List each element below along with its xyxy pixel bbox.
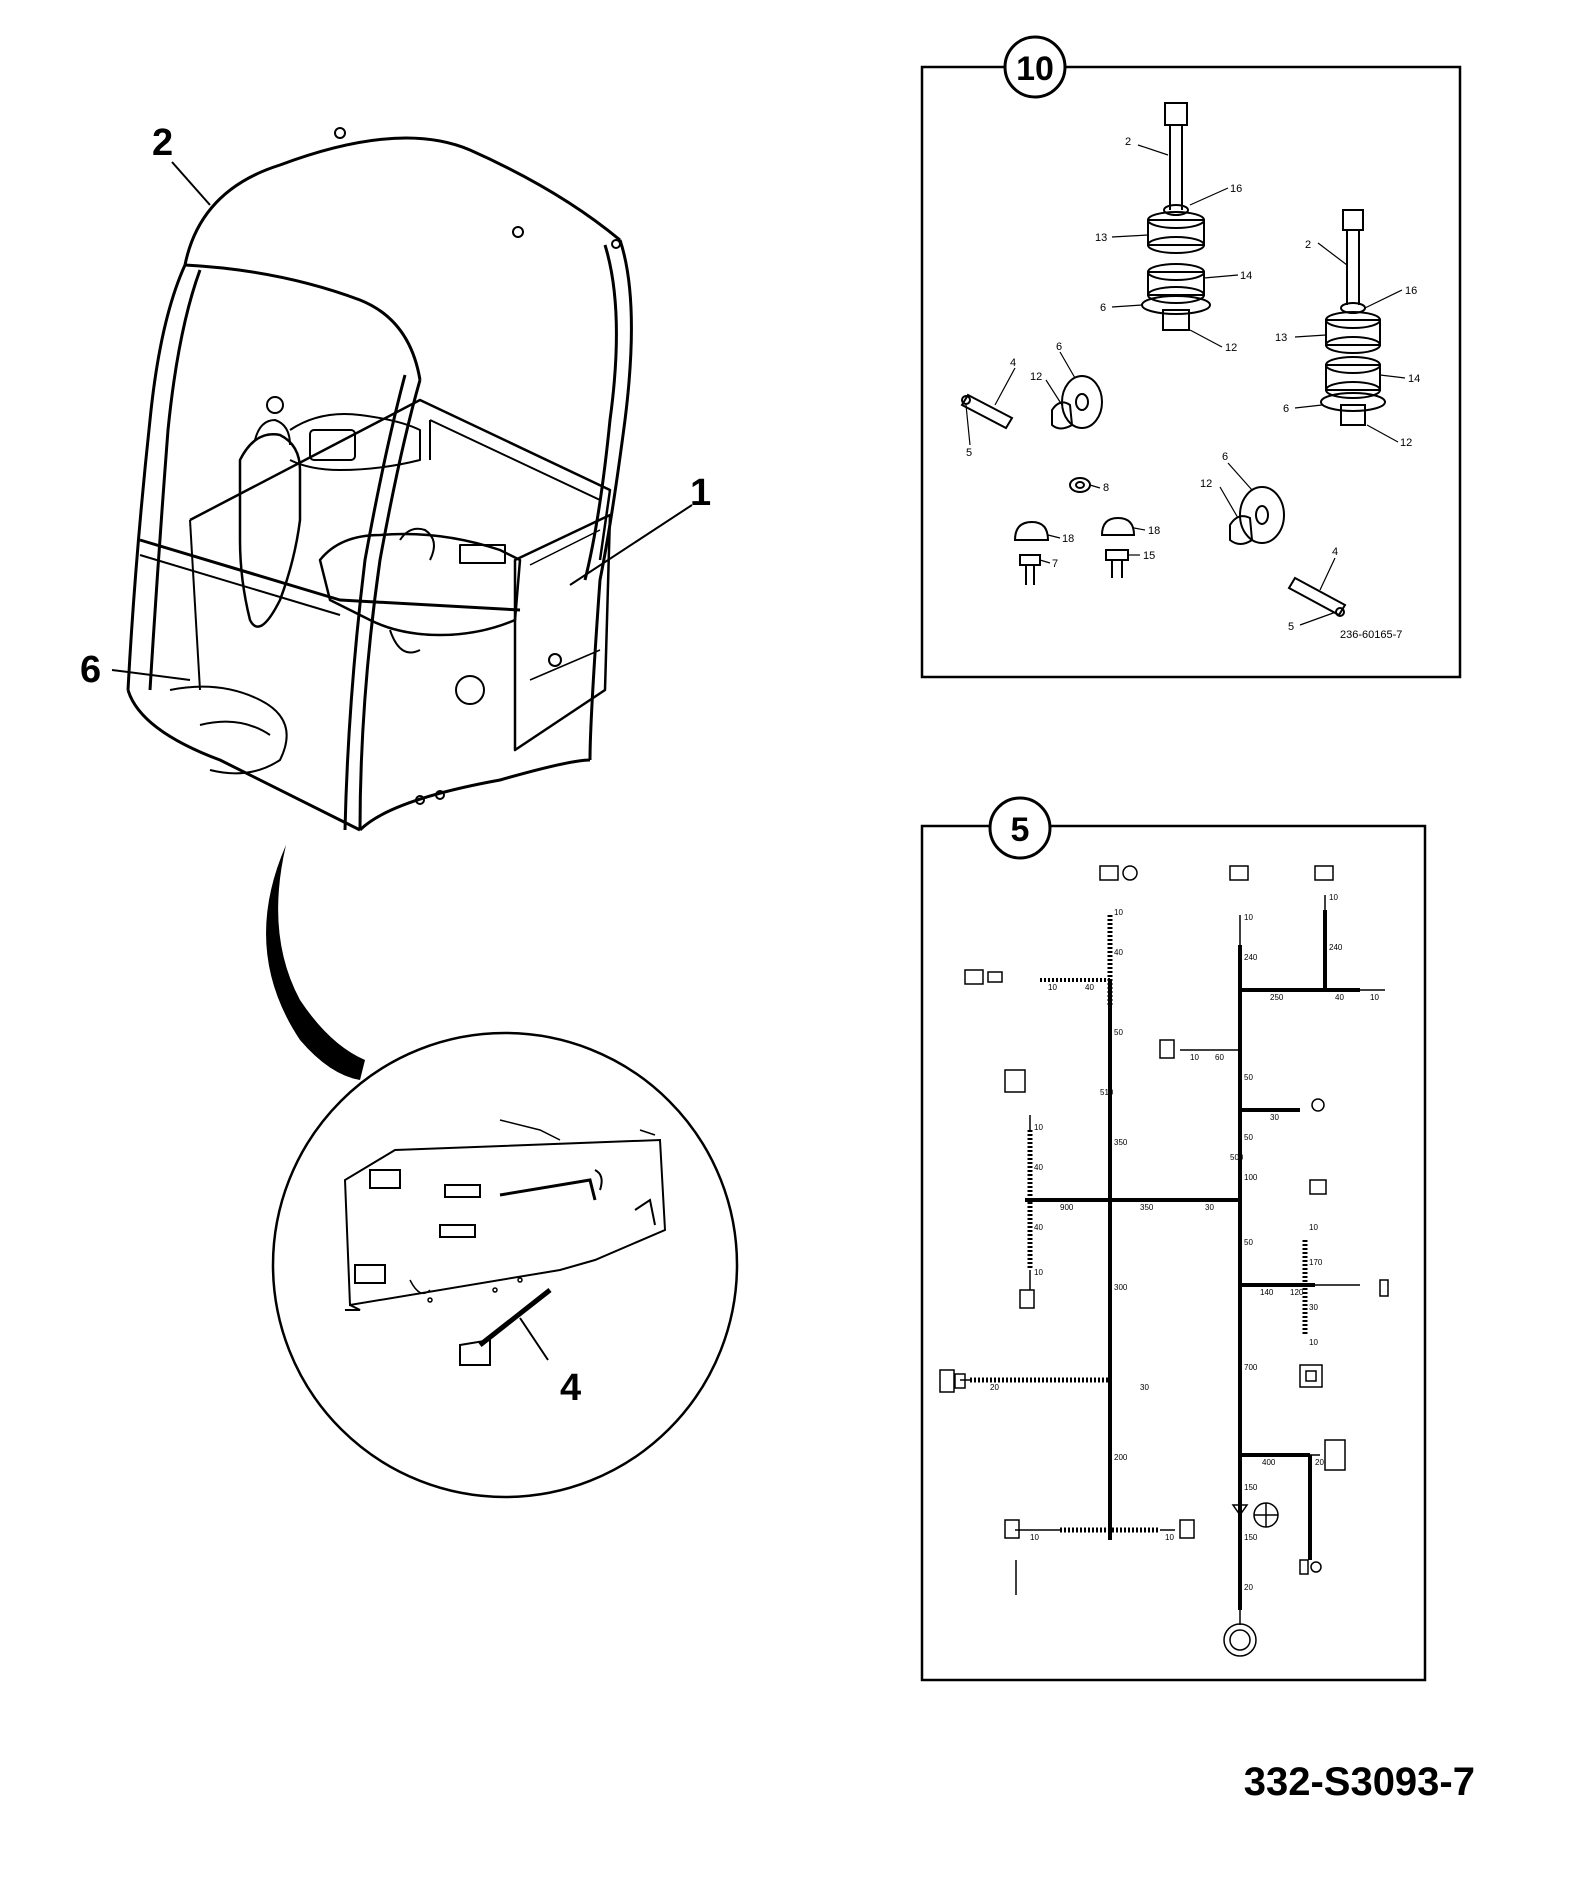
harness-label: 350 (1140, 1203, 1154, 1212)
mount-label: 12 (1030, 371, 1042, 383)
callout-1: 1 (690, 472, 711, 514)
harness-label: 10 (1309, 1223, 1318, 1232)
harness-label: 10 (1165, 1533, 1174, 1542)
detail-circle (271, 1031, 739, 1499)
mount-label: 14 (1408, 373, 1420, 385)
harness-label: 10 (1034, 1268, 1043, 1277)
harness-label: 20 (1244, 1583, 1253, 1592)
cab-illustration (126, 127, 633, 832)
harness-label: 400 (1262, 1458, 1276, 1467)
mount-label: 7 (1052, 558, 1058, 570)
callout-4: 4 (560, 1367, 581, 1409)
mount-label: 6 (1222, 451, 1228, 463)
harness-label: 10 (1309, 1338, 1318, 1347)
harness-label: 40 (1034, 1223, 1043, 1232)
harness-label: 100 (1244, 1173, 1258, 1182)
harness-label: 10 (1030, 1533, 1039, 1542)
harness-label: 500 (1230, 1153, 1244, 1162)
harness-label: 30 (1309, 1303, 1318, 1312)
mount-label: 16 (1405, 285, 1417, 297)
inset-mounts: 10 (920, 35, 1462, 679)
mount-label: 6 (1056, 341, 1062, 353)
inset-mounts-badge: 10 (1016, 50, 1054, 88)
harness-label: 60 (1215, 1053, 1224, 1062)
mount-label: 4 (1010, 357, 1016, 369)
harness-label: 250 (1270, 993, 1284, 1002)
harness-label: 170 (1309, 1258, 1323, 1267)
mount-label: 18 (1062, 533, 1074, 545)
mount-label: 6 (1283, 403, 1289, 415)
harness-label: 150 (1244, 1533, 1258, 1542)
harness-label: 10 (1244, 913, 1253, 922)
mount-label: 12 (1400, 437, 1412, 449)
mount-label: 14 (1240, 270, 1252, 282)
harness-label: 150 (1244, 1483, 1258, 1492)
mount-label: 4 (1332, 546, 1338, 558)
harness-label: 20 (990, 1383, 999, 1392)
harness-label: 120 (1290, 1288, 1304, 1297)
mount-label: 5 (1288, 621, 1294, 633)
harness-label: 50 (1114, 1028, 1123, 1037)
mount-label: 13 (1275, 332, 1287, 344)
harness-label: 700 (1244, 1363, 1258, 1372)
harness-label: 10 (1190, 1053, 1199, 1062)
inset-harness: 5 (920, 796, 1427, 1682)
main-leader-lines (111, 161, 693, 1361)
harness-label: 510 (1100, 1088, 1114, 1097)
harness-label: 350 (1114, 1138, 1128, 1147)
inset-harness-badge: 5 (1011, 811, 1030, 849)
mount-label: 8 (1103, 482, 1109, 494)
mount-label: 13 (1095, 232, 1107, 244)
mount-label: 6 (1100, 302, 1106, 314)
mount-label: 18 (1148, 525, 1160, 537)
harness-label: 200 (1114, 1453, 1128, 1462)
mount-ref-code: 236-60165-7 (1340, 629, 1402, 641)
mount-label: 12 (1200, 478, 1212, 490)
harness-label: 50 (1244, 1133, 1253, 1142)
harness-label: 30 (1140, 1383, 1149, 1392)
drawing-number: 332-S3093-7 (1243, 1760, 1475, 1804)
harness-label: 40 (1034, 1163, 1043, 1172)
harness-label: 10 (1048, 983, 1057, 992)
detail-swoosh (266, 845, 365, 1080)
harness-label: 10 (1370, 993, 1379, 1002)
mount-label: 2 (1125, 136, 1131, 148)
harness-label: 240 (1244, 953, 1258, 962)
harness-label: 10 (1329, 893, 1338, 902)
harness-label: 10 (1114, 908, 1123, 917)
callout-2: 2 (152, 122, 173, 164)
harness-label: 30 (1205, 1203, 1214, 1212)
harness-label: 30 (1270, 1113, 1279, 1122)
mount-label: 16 (1230, 183, 1242, 195)
harness-label: 240 (1329, 943, 1343, 952)
harness-label: 40 (1335, 993, 1344, 1002)
harness-label: 900 (1060, 1203, 1074, 1212)
callout-6: 6 (80, 649, 101, 691)
mount-label: 5 (966, 447, 972, 459)
harness-label: 50 (1244, 1073, 1253, 1082)
harness-label: 40 (1114, 948, 1123, 957)
harness-label: 40 (1085, 983, 1094, 992)
harness-label: 140 (1260, 1288, 1274, 1297)
mount-label: 2 (1305, 239, 1311, 251)
harness-label: 300 (1114, 1283, 1128, 1292)
harness-label: 50 (1244, 1238, 1253, 1247)
mount-label: 12 (1225, 342, 1237, 354)
harness-label: 20 (1315, 1458, 1324, 1467)
harness-label: 10 (1034, 1123, 1043, 1132)
mount-label: 15 (1143, 550, 1155, 562)
